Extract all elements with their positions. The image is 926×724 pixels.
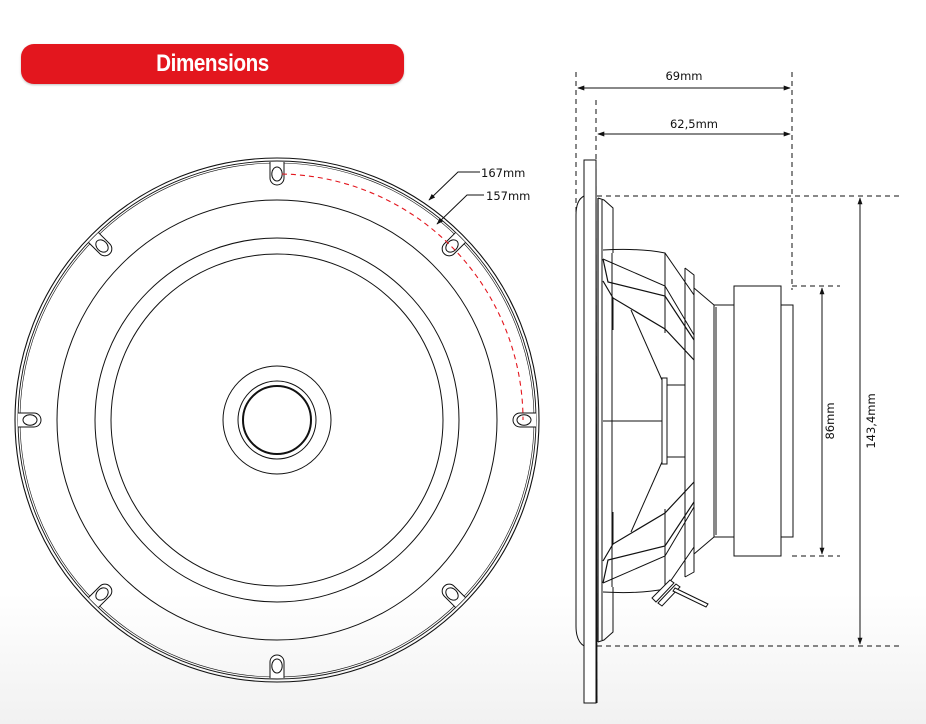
surround-ring bbox=[94, 237, 460, 603]
outer-rim bbox=[14, 157, 540, 683]
magnet-body bbox=[733, 285, 782, 557]
mount-hole-bottom-right bbox=[438, 580, 466, 608]
front-view bbox=[14, 157, 540, 683]
cone-ring bbox=[110, 253, 444, 587]
magnet-back-plate bbox=[713, 304, 735, 538]
label-69mm: 69mm bbox=[665, 69, 702, 83]
flange bbox=[583, 159, 597, 704]
hole-circle-arc bbox=[281, 173, 524, 421]
side-view bbox=[575, 72, 902, 704]
tweeter-ring bbox=[237, 380, 317, 460]
mount-hole-left bbox=[17, 412, 42, 428]
dimensions-header: Dimensions bbox=[21, 44, 404, 84]
mount-hole-top-right bbox=[438, 232, 466, 260]
label-167mm: 167mm bbox=[481, 166, 525, 180]
label-143-4mm: 143,4mm bbox=[864, 393, 878, 448]
mount-hole-bottom bbox=[269, 654, 285, 679]
surround-outer-ring bbox=[56, 199, 498, 641]
mount-hole-bottom-left bbox=[88, 580, 116, 608]
tweeter-outer bbox=[222, 365, 332, 475]
dimensions-title: Dimensions bbox=[156, 50, 269, 77]
leader-167 bbox=[428, 171, 480, 201]
label-157mm: 157mm bbox=[486, 189, 530, 203]
mount-hole-right bbox=[512, 412, 537, 428]
leader-157 bbox=[436, 194, 484, 225]
tweeter-dome bbox=[242, 385, 312, 455]
mount-hole-top-left bbox=[88, 232, 116, 260]
magnet-front-plate bbox=[780, 304, 794, 538]
mount-hole-top bbox=[269, 161, 285, 186]
label-86mm: 86mm bbox=[823, 402, 837, 439]
label-62-5mm: 62,5mm bbox=[670, 117, 718, 131]
